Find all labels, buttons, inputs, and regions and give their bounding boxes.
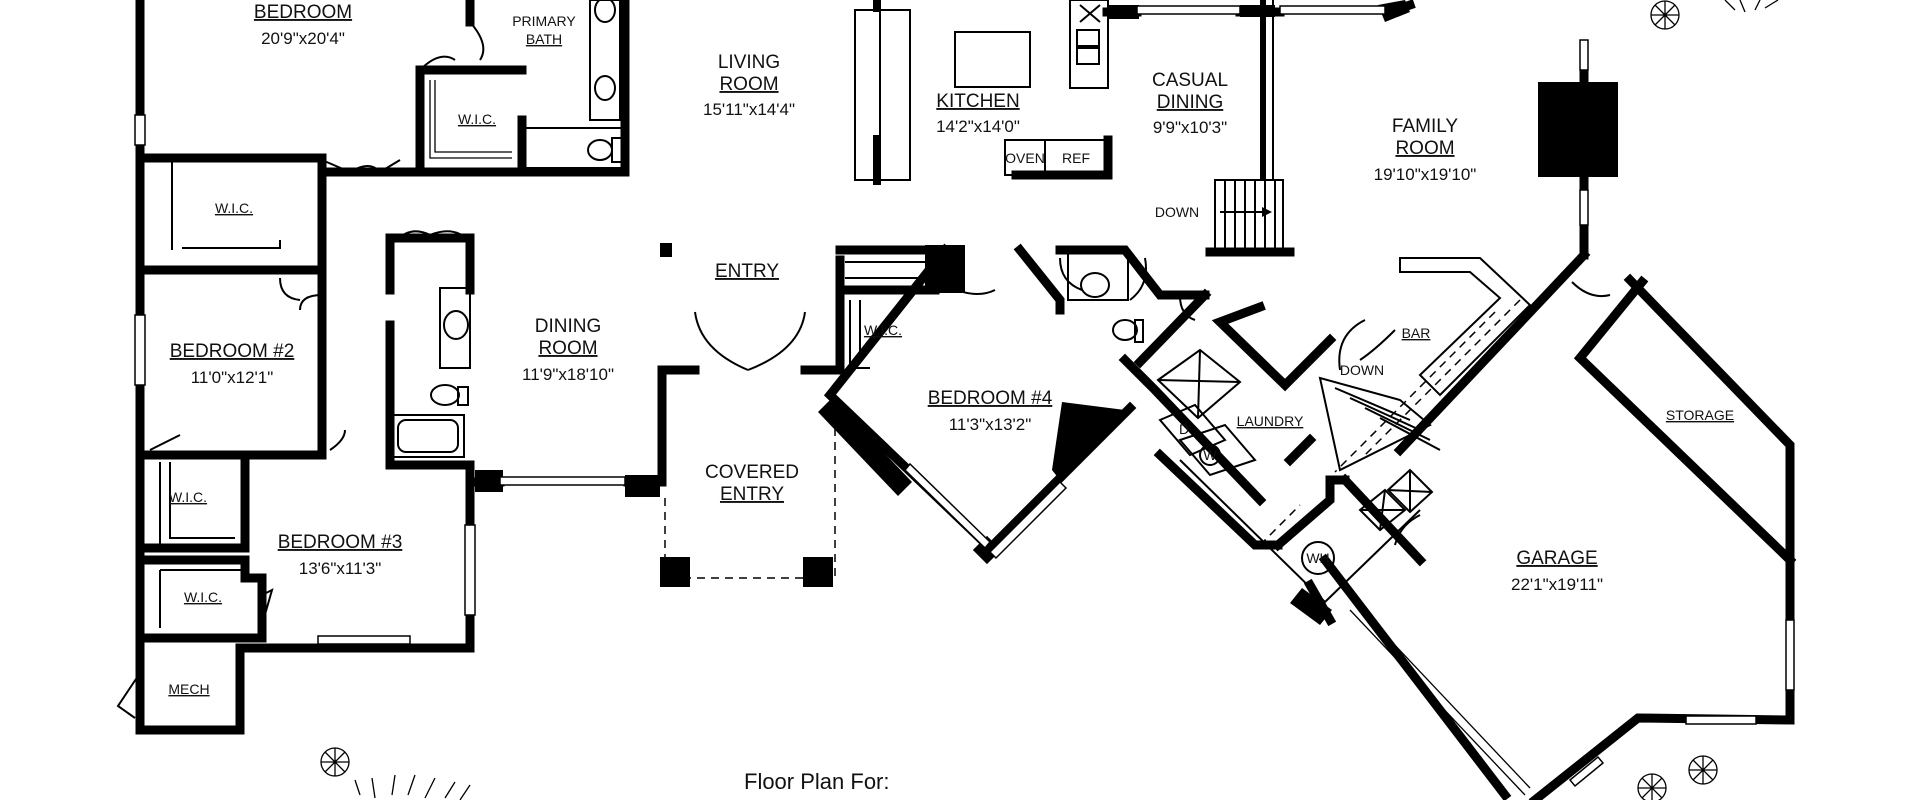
floor-plan-caption: Floor Plan For: xyxy=(744,769,890,794)
casual-dining-dim: 9'9"x10'3" xyxy=(1153,118,1227,137)
casual-dining-label-1: CASUAL xyxy=(1152,70,1228,91)
primary-bath-label-2: BATH xyxy=(526,31,562,47)
laundry-label: LAUNDRY xyxy=(1237,413,1304,429)
solid-columns xyxy=(475,0,1618,625)
mech-label: MECH xyxy=(168,681,209,697)
ref-label: REF xyxy=(1062,150,1090,166)
primary-bedroom-label: BEDROOM xyxy=(254,2,352,23)
bedroom2-dim: 11'0"x12'1" xyxy=(191,368,274,387)
water-heater-label: WH xyxy=(1306,550,1329,566)
bedroom2-label: BEDROOM #2 xyxy=(170,341,295,362)
living-room-label-2: ROOM xyxy=(719,74,778,95)
garage-label: GARAGE xyxy=(1516,548,1597,569)
upper-wic-label: W.I.C. xyxy=(215,200,253,216)
bedroom3-wic-a-label: W.I.C. xyxy=(169,489,207,505)
bar-label: BAR xyxy=(1402,325,1431,341)
dining-room-dim: 11'9"x18'10" xyxy=(522,365,614,384)
bedroom3-wic-b-label: W.I.C. xyxy=(184,589,222,605)
family-room-label-2: ROOM xyxy=(1395,138,1454,159)
kitchen-label: KITCHEN xyxy=(936,91,1019,112)
bedroom4-wic-label: W.I.C. xyxy=(864,322,902,338)
primary-bedroom-dim: 20'9"x20'4" xyxy=(261,29,345,48)
washer-label: W xyxy=(1203,447,1217,463)
primary-bath-label-1: PRIMARY xyxy=(512,13,576,29)
living-room-label-1: LIVING xyxy=(718,52,780,73)
room-labels: BEDROOM 20'9"x20'4" PRIMARY BATH W.I.C. … xyxy=(168,2,1734,794)
family-room-label-1: FAMILY xyxy=(1392,116,1458,137)
covered-entry-label-2: ENTRY xyxy=(720,484,784,505)
fixtures xyxy=(116,0,1795,796)
stair-down-label-1: DOWN xyxy=(1155,204,1199,220)
oven-label: OVEN xyxy=(1005,150,1045,166)
dining-room-label-1: DINING xyxy=(535,316,602,337)
covered-entry-label-1: COVERED xyxy=(705,462,799,483)
family-room-dim: 19'10"x19'10" xyxy=(1374,165,1477,184)
bedroom3-dim: 13'6"x11'3" xyxy=(299,559,382,578)
stair-down-label-2: DOWN xyxy=(1340,362,1384,378)
casual-dining-label-2: DINING xyxy=(1157,92,1224,113)
landscape-plants xyxy=(320,0,1779,800)
dining-room-label-2: ROOM xyxy=(538,338,597,359)
dryer-label: D xyxy=(1179,421,1189,437)
storage-label: STORAGE xyxy=(1666,407,1734,423)
garage-dim: 22'1"x19'11" xyxy=(1511,575,1603,594)
primary-wic-label: W.I.C. xyxy=(458,111,496,127)
bedroom4-label: BEDROOM #4 xyxy=(928,388,1053,409)
kitchen-dim: 14'2"x14'0" xyxy=(936,117,1020,136)
entry-label: ENTRY xyxy=(715,261,779,282)
living-room-dim: 15'11"x14'4" xyxy=(703,100,795,119)
bedroom4-dim: 11'3"x13'2" xyxy=(949,415,1032,434)
bedroom3-label: BEDROOM #3 xyxy=(278,532,403,553)
